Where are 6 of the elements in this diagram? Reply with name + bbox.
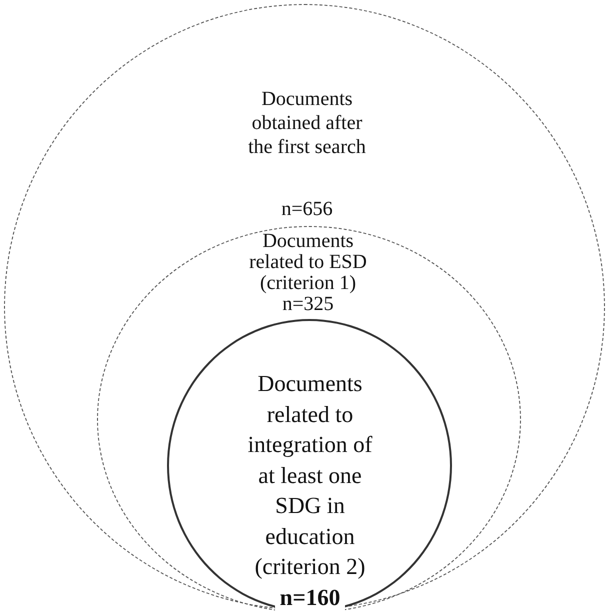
- circle-label: Documents obtained after the first search: [247, 87, 367, 159]
- dashed-circle: [97, 226, 521, 613]
- circle-label: Documents related to integration of at least one SDG in education (criterion 2): [246, 370, 374, 581]
- count-label: n=325: [282, 294, 335, 315]
- count-label: n=656: [280, 197, 334, 221]
- circle-label: Documents related to ESD (criterion 1): [248, 231, 368, 294]
